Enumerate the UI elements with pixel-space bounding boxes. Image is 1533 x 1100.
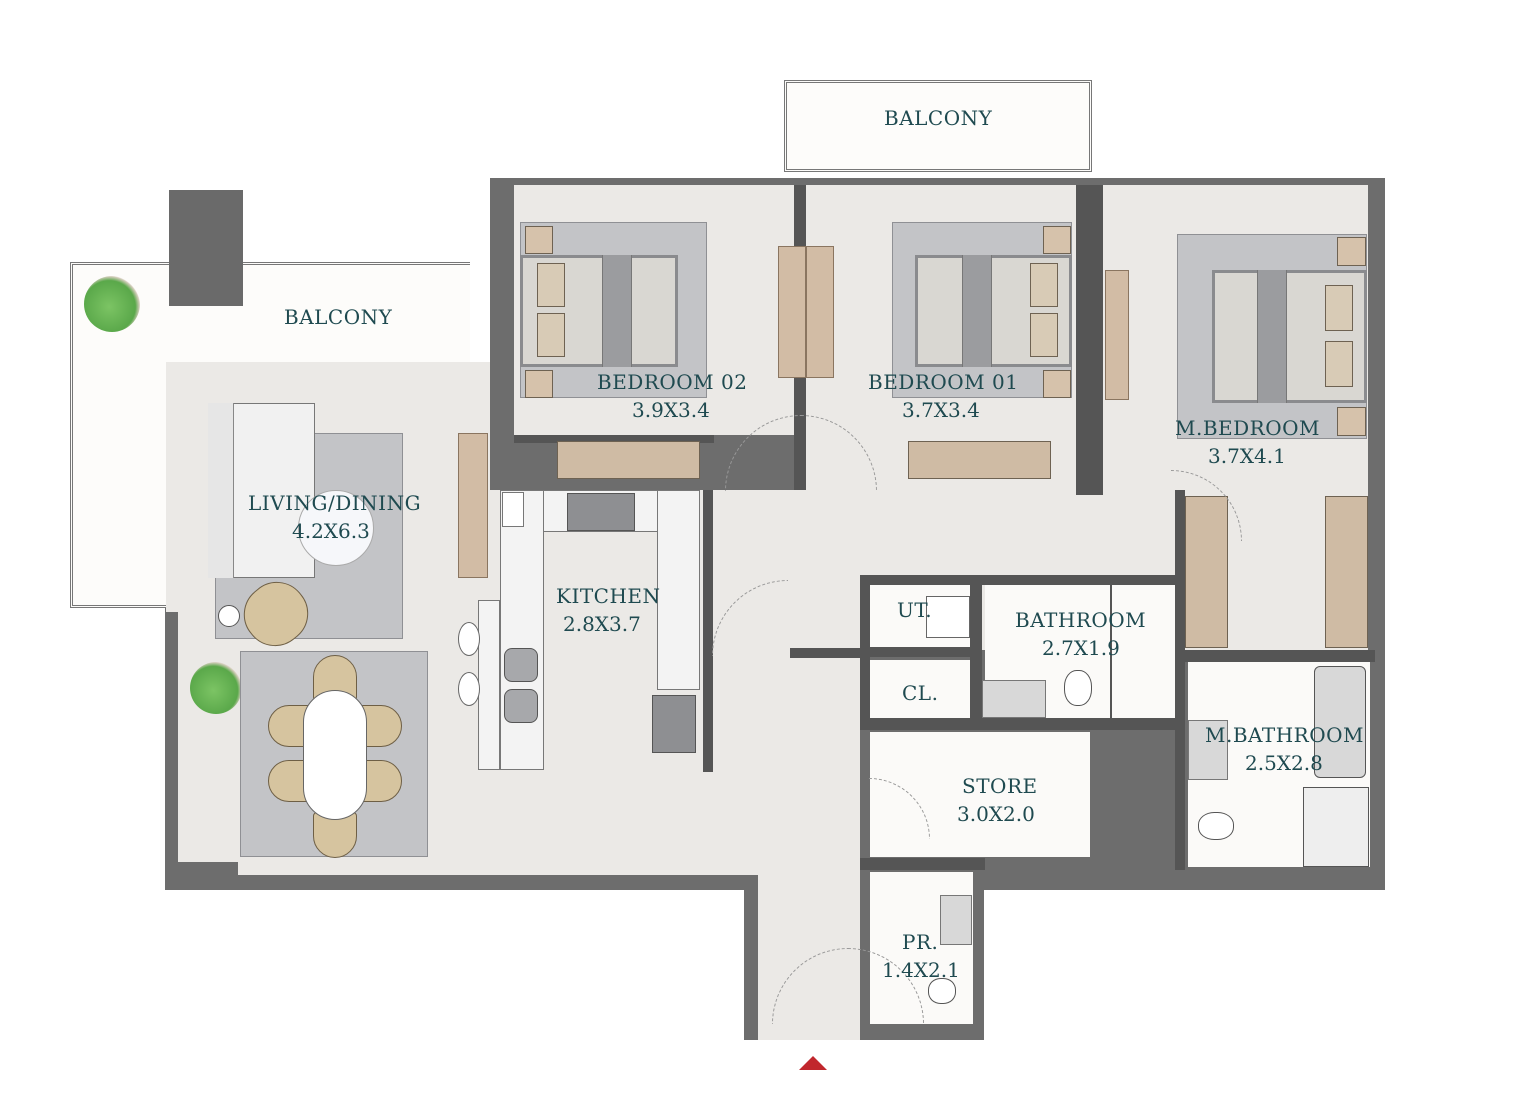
master-bedroom-size: 3.7X4.1 — [1208, 444, 1286, 468]
toilet — [928, 978, 956, 1004]
bed-runner — [1257, 270, 1287, 403]
bedroom-01-size: 3.7X3.4 — [902, 398, 980, 422]
desk — [1105, 270, 1129, 400]
nightstand — [1337, 407, 1366, 436]
coffee-table — [298, 490, 374, 566]
bed-runner — [962, 255, 992, 367]
pillow — [1030, 313, 1058, 357]
wardrobe — [1325, 496, 1368, 648]
bathroom-vanity — [982, 680, 1046, 718]
bathroom-label: BATHROOM — [1015, 608, 1147, 632]
plant-icon — [84, 276, 140, 332]
bar-stool — [458, 622, 480, 656]
wall-corridor-mid — [790, 648, 862, 658]
wall-bath-bottom — [860, 718, 1180, 730]
dining-table — [303, 690, 367, 820]
master-vanity — [1188, 720, 1228, 780]
wall-store-bottom — [860, 858, 985, 870]
wall-bedroom01-divider — [1076, 185, 1103, 495]
bar-stool — [458, 672, 480, 706]
wardrobe — [557, 441, 700, 479]
pr-vanity — [940, 895, 972, 945]
pillow — [537, 263, 565, 307]
wall-ut-cl-divider — [860, 647, 972, 657]
closet-floor — [870, 660, 970, 718]
wall-kitchen-right — [703, 490, 713, 772]
bedroom-02-label: BEDROOM 02 — [597, 370, 748, 394]
balcony-left-label: BALCONY — [284, 305, 393, 329]
sink-basin — [504, 648, 538, 682]
nightstand — [1043, 226, 1071, 254]
utility-washer — [926, 596, 970, 638]
fridge-block — [502, 492, 524, 527]
shower-enclosure — [1303, 787, 1369, 867]
pillow — [1325, 285, 1353, 331]
sofa-back — [208, 403, 234, 578]
wall-mbath-top — [1175, 650, 1375, 662]
powder-room-size: 1.4X2.1 — [882, 958, 960, 982]
entrance-arrow-icon — [799, 1056, 827, 1070]
floor-lamp — [218, 605, 240, 627]
bathtub — [1314, 666, 1366, 778]
toilet — [1064, 670, 1092, 706]
sink-basin — [504, 689, 538, 723]
kitchen-label: KITCHEN — [556, 584, 661, 608]
balcony-top — [784, 80, 1092, 172]
pillow — [1325, 341, 1353, 387]
master-bathroom-size: 2.5X2.8 — [1245, 751, 1323, 775]
nightstand — [1043, 370, 1071, 398]
nightstand — [525, 370, 553, 398]
wall-utility-mid — [970, 575, 982, 725]
master-bathroom-label: M.BATHROOM — [1205, 723, 1364, 747]
powder-room-label: PR. — [902, 930, 939, 954]
cooktop — [567, 493, 635, 531]
pillow — [1030, 263, 1058, 307]
nightstand — [1337, 237, 1366, 266]
kitchen-size: 2.8X3.7 — [563, 612, 641, 636]
kitchen-counter-right — [657, 490, 700, 690]
wall-bedroom02-bottom — [514, 435, 714, 443]
store-label: STORE — [962, 774, 1038, 798]
toilet — [1198, 812, 1234, 840]
master-bedroom-label: M.BEDROOM — [1175, 416, 1320, 440]
desk — [806, 246, 834, 378]
tv-console — [458, 433, 488, 578]
nightstand — [525, 226, 553, 254]
living-dining-size: 4.2X6.3 — [292, 519, 370, 543]
wall-master-wardrobe-left — [1175, 490, 1185, 870]
kitchen-counter-left — [500, 490, 544, 770]
shower-screen — [1110, 585, 1112, 718]
closet-label: CL. — [902, 681, 939, 705]
master-bedroom-passage — [1230, 490, 1325, 660]
living-dining-label: LIVING/DINING — [248, 491, 422, 515]
bed-runner — [602, 255, 632, 367]
store-size: 3.0X2.0 — [957, 802, 1035, 826]
bedroom-01-label: BEDROOM 01 — [868, 370, 1019, 394]
balcony-top-label: BALCONY — [884, 106, 993, 130]
bathroom-size: 2.7X1.9 — [1042, 636, 1120, 660]
plant-icon — [190, 662, 242, 714]
desk — [778, 246, 806, 378]
bedroom-02-size: 3.9X3.4 — [632, 398, 710, 422]
wardrobe — [908, 441, 1051, 479]
utility-label: UT. — [897, 598, 933, 622]
breakfast-bar — [478, 600, 500, 770]
oven — [652, 695, 696, 753]
pillow — [537, 313, 565, 357]
wall-utility-block — [860, 575, 1180, 585]
kitchen-floor-inner — [544, 532, 657, 772]
balcony-column — [169, 190, 243, 306]
